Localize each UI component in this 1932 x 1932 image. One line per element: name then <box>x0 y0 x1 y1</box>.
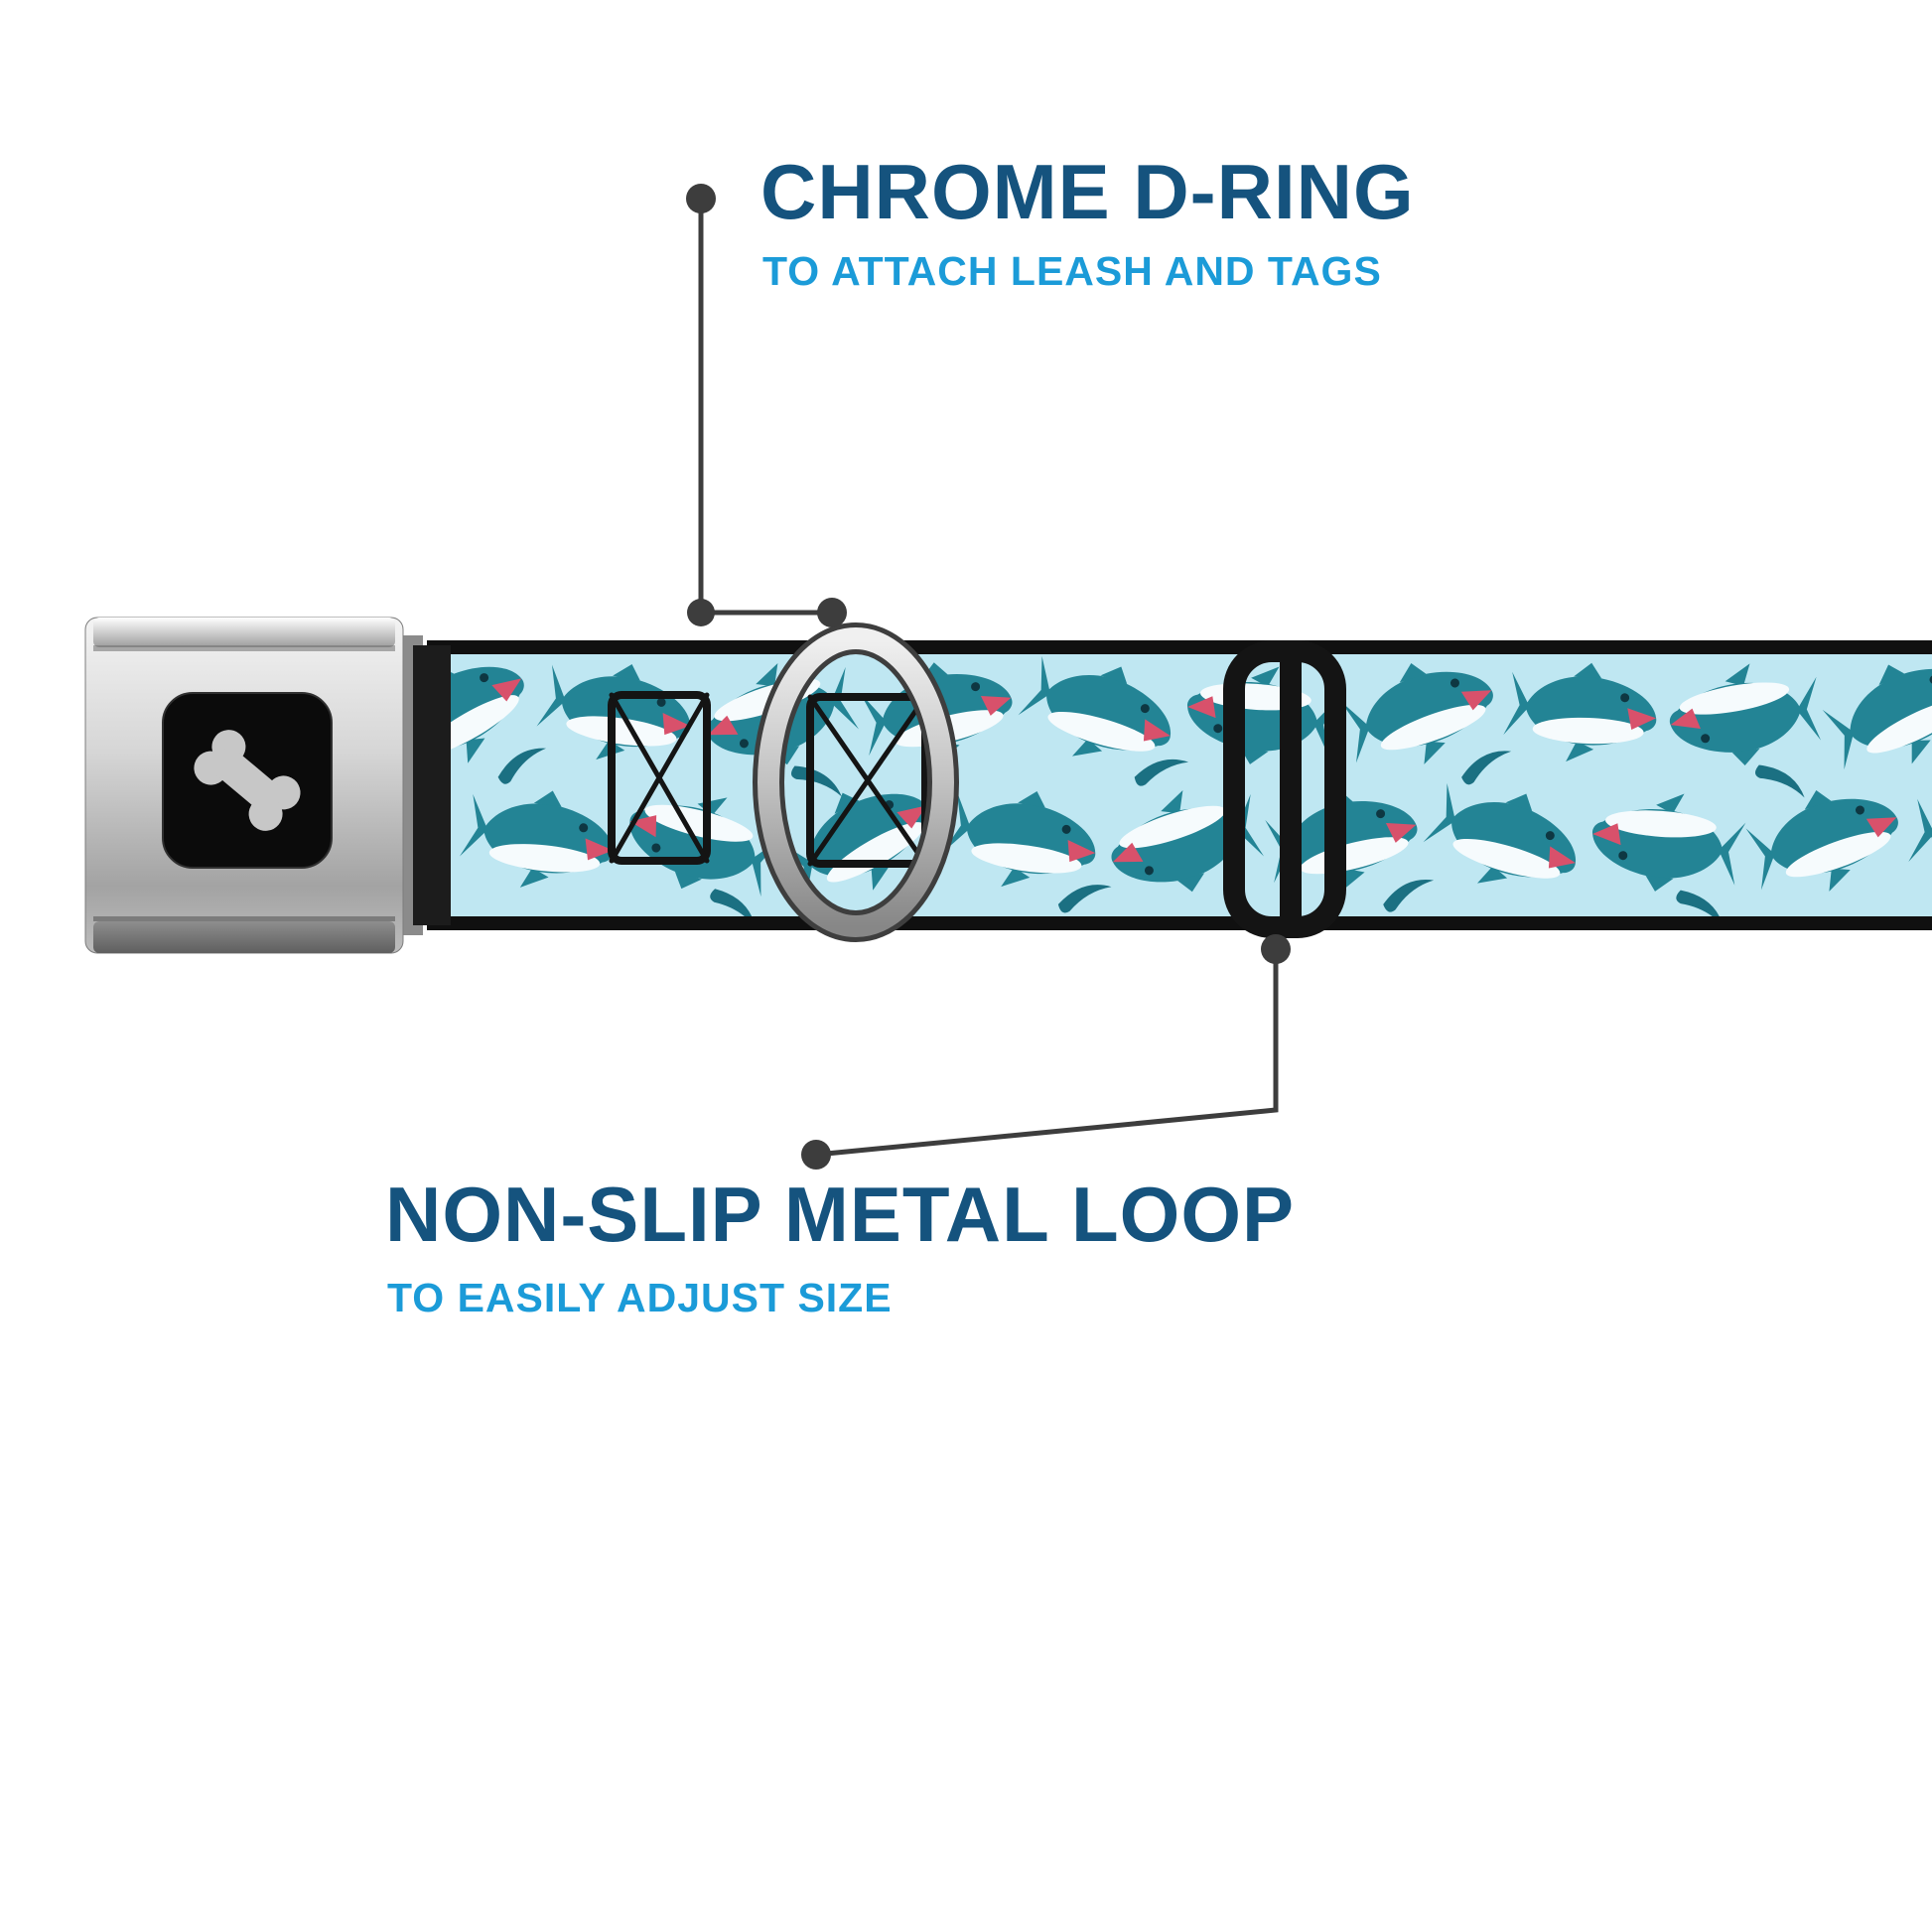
metal-slide-loop <box>1223 640 1346 938</box>
callout-top-title: CHROME D-RING <box>760 148 1415 235</box>
chrome-d-ring <box>753 622 959 942</box>
buckle-top-seam <box>93 645 395 651</box>
buckle-bottom-seam <box>93 916 395 921</box>
callout-top-subtitle: TO ATTACH LEASH AND TAGS <box>762 248 1382 294</box>
bottom-callout-line <box>801 934 1291 1170</box>
dog-bone-icon <box>194 730 301 831</box>
stitch-box-left <box>608 691 711 865</box>
buckle-top-lip <box>93 618 395 647</box>
stitch-box-right <box>806 693 929 868</box>
callout-bottom-subtitle: TO EASILY ADJUST SIZE <box>387 1275 893 1320</box>
seatbelt-buckle <box>84 617 404 954</box>
callout-bottom-title: NON-SLIP METAL LOOP <box>385 1171 1296 1258</box>
connector-strap-fold <box>413 645 451 925</box>
buckle-bottom-lip <box>93 921 395 953</box>
top-callout-line <box>686 184 847 627</box>
